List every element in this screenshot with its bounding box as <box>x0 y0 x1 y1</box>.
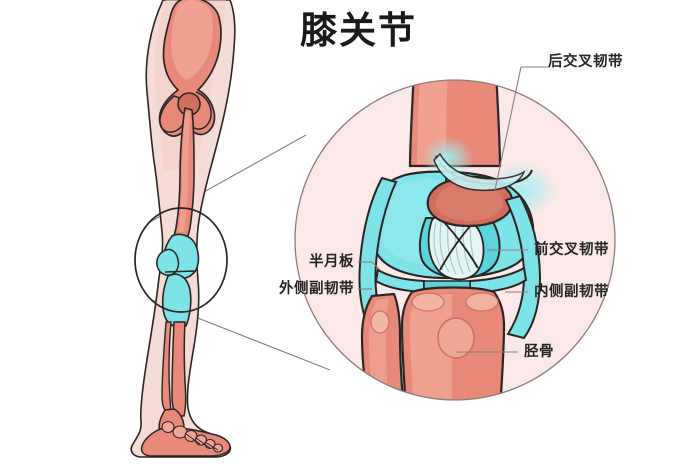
label-tibia: 胫骨 <box>524 344 554 360</box>
tibia-bone-small <box>171 321 187 417</box>
pelvis-bone <box>158 0 222 137</box>
leader-pcl <box>494 66 522 191</box>
page-title: 膝关节 <box>300 9 417 52</box>
label-medial-collateral-ligament: 内侧副韧带 <box>534 284 609 300</box>
callout-circle-small <box>134 207 228 313</box>
label-leader-lines <box>358 66 548 353</box>
knee-joint-small <box>156 233 200 327</box>
full-leg-figure <box>130 0 236 458</box>
label-lateral-collateral-ligament: 外侧副韧带 <box>279 281 354 297</box>
magnifier-border <box>294 79 616 401</box>
leader-meniscus <box>371 261 381 271</box>
magnified-knee-view <box>294 79 616 401</box>
label-anterior-cruciate-ligament: 前交叉韧带 <box>534 242 609 258</box>
foot-bones <box>140 408 231 457</box>
medial-collateral-ligament <box>504 194 542 340</box>
cruciate-ligaments <box>427 213 485 281</box>
label-meniscus: 半月板 <box>309 254 354 270</box>
tibial-tuberosity <box>437 317 475 359</box>
label-posterior-cruciate-ligament: 后交叉韧带 <box>548 54 623 70</box>
